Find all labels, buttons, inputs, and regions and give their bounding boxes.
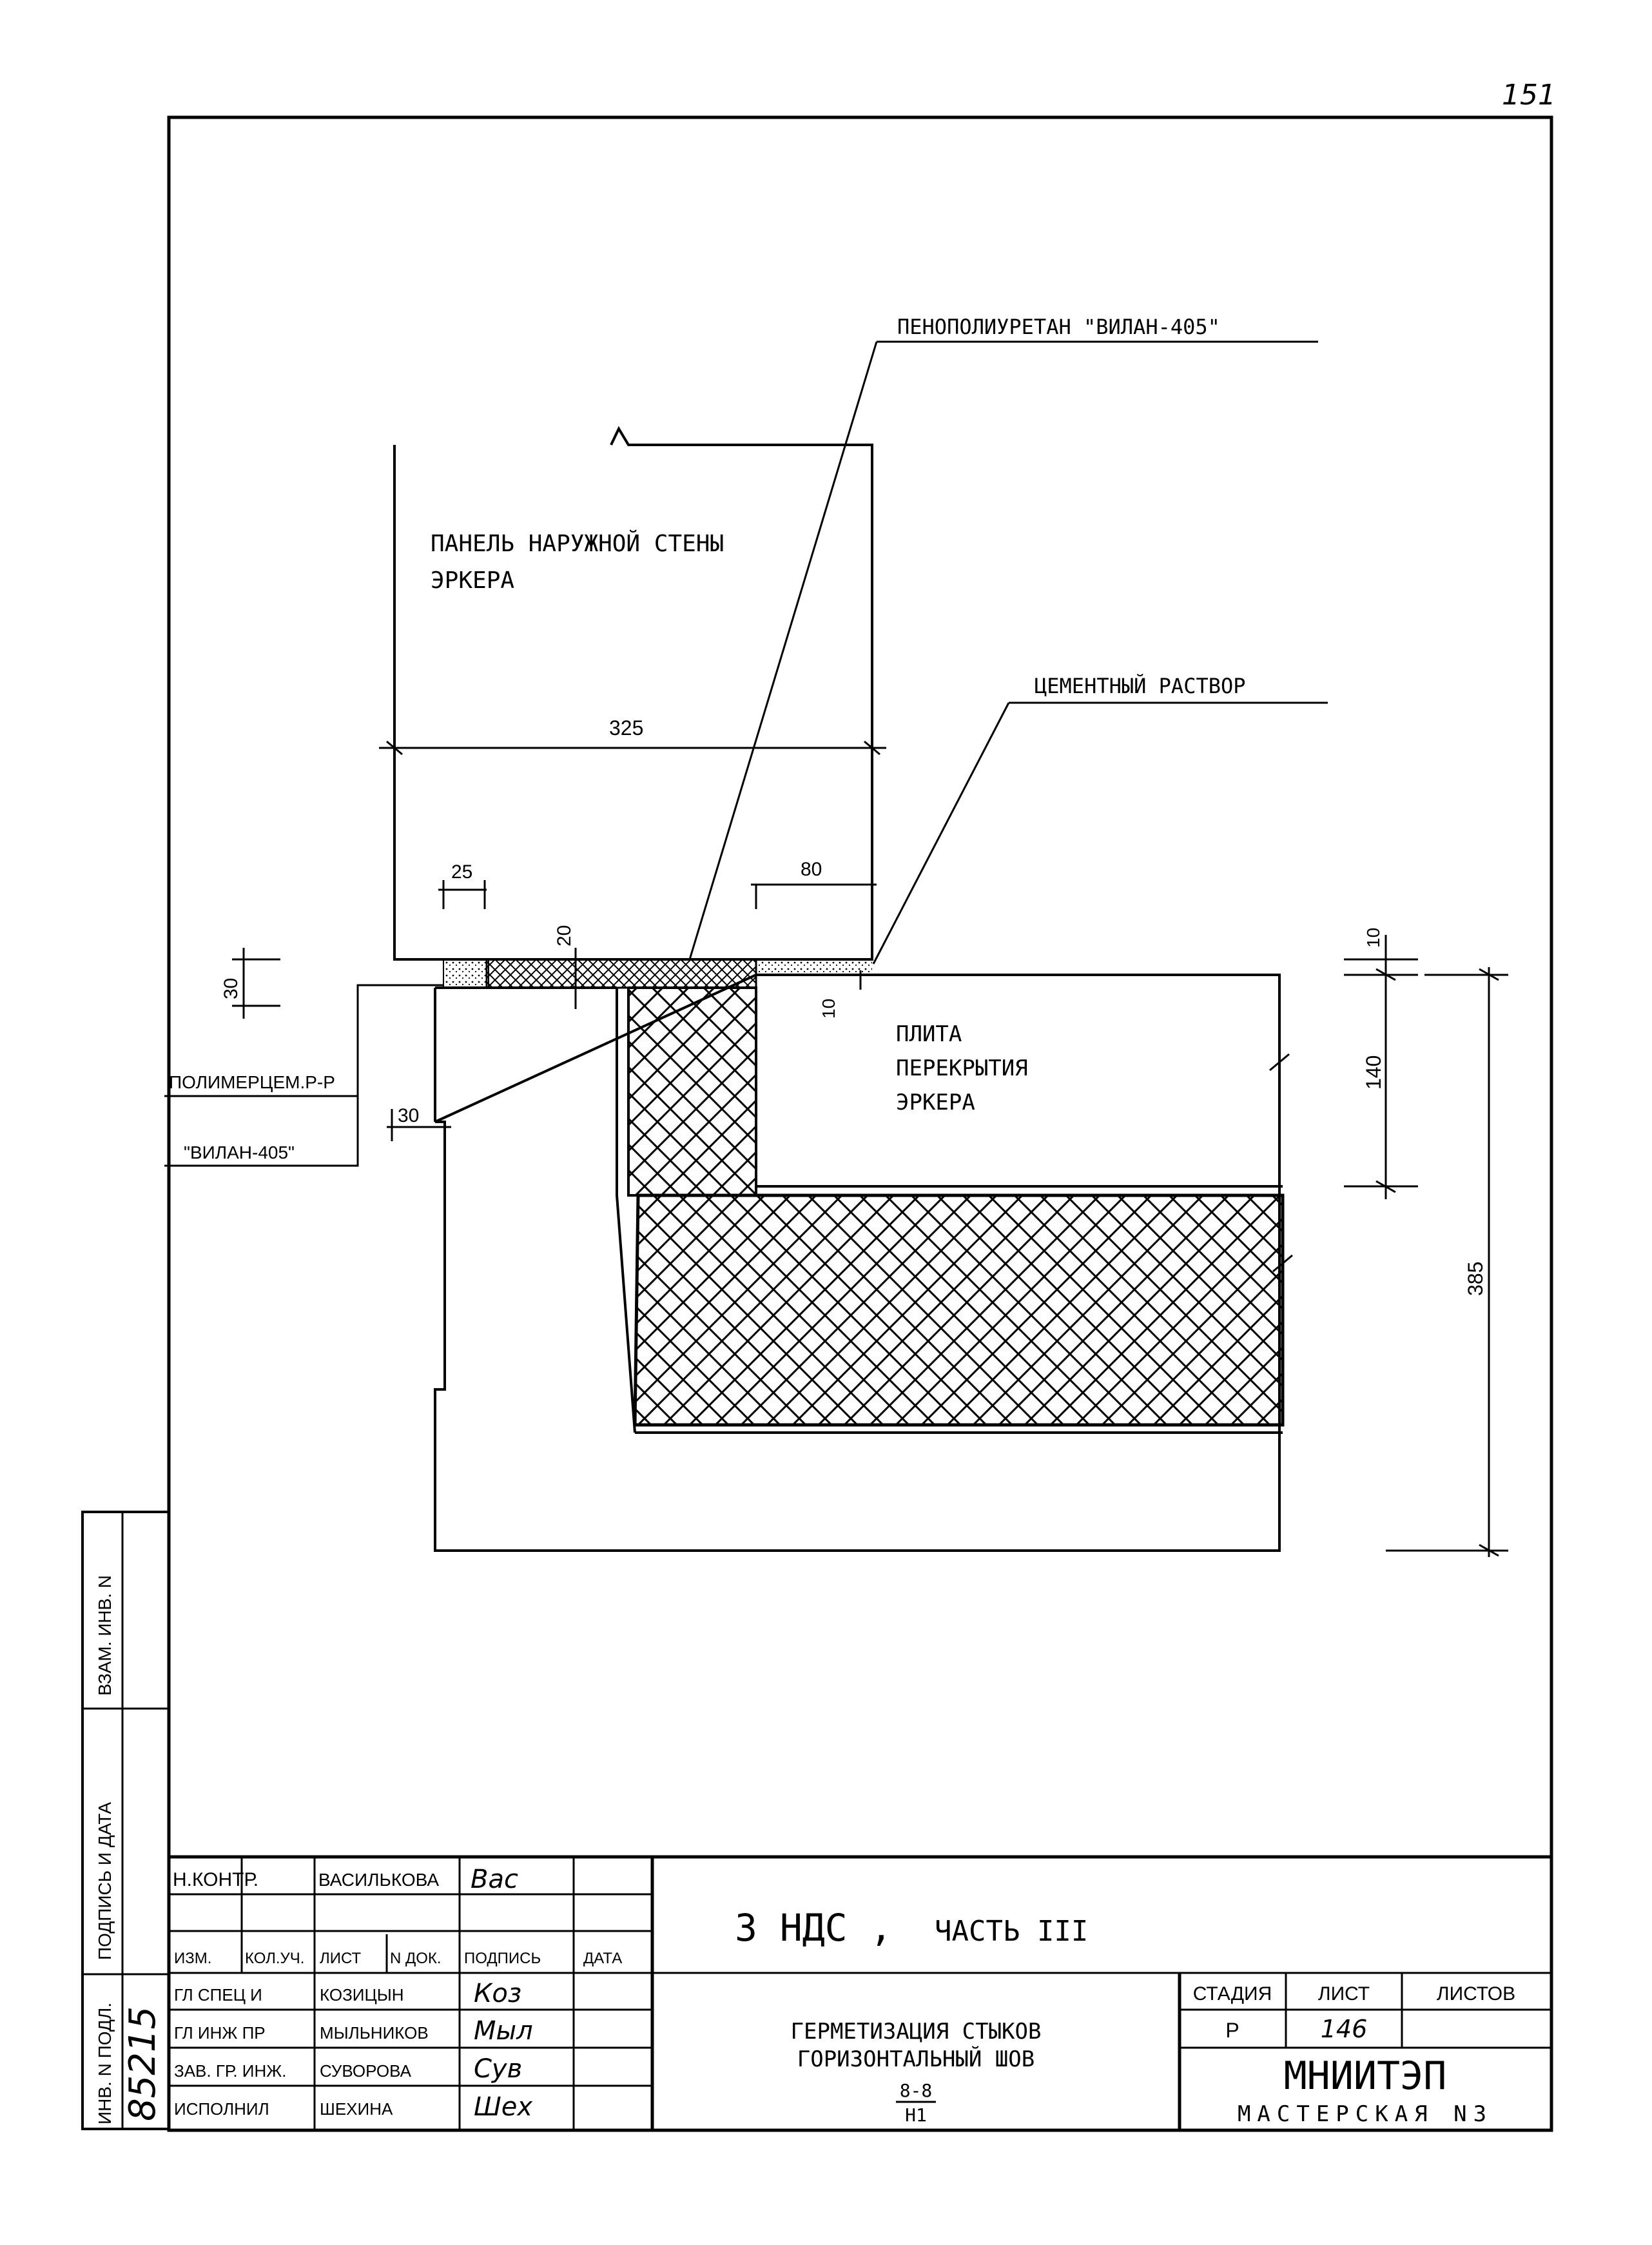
dim-140-lines xyxy=(1344,935,1418,1199)
foam-strip xyxy=(485,958,757,989)
signature-2: Мыл xyxy=(474,2016,533,2046)
dim-325: 325 xyxy=(609,716,643,740)
polymer-leader xyxy=(164,984,443,1097)
label-vilan: "ВИЛАН-405" xyxy=(184,1142,295,1162)
row1-name: КОЗИЦЫН xyxy=(320,1985,404,2005)
header-signature: ПОДПИСЬ xyxy=(464,1950,541,1967)
stage-value: Р xyxy=(1225,2019,1239,2042)
horizontal-insulation xyxy=(633,1193,1285,1427)
signature-4: Шех xyxy=(474,2092,532,2122)
dim-80-lines xyxy=(751,883,877,909)
sheets-label: ЛИСТОВ xyxy=(1437,1983,1515,2005)
side-inv-orig: ИНВ. N ПОДЛ. xyxy=(95,2003,115,2124)
label-foam: ПЕНОПОЛИУРЕТАН "ВИЛАН-405" xyxy=(897,315,1220,339)
dim-140: 140 xyxy=(1362,1055,1385,1090)
foam-leader xyxy=(688,340,1318,960)
section-num: 8-8 xyxy=(900,2080,933,2101)
label-panel-line2: ЭРКЕРА xyxy=(431,567,514,594)
side-stamp: ИНВ. N ПОДЛ. ПОДПИСЬ И ДАТА ВЗАМ. ИНВ. N… xyxy=(81,1511,170,2130)
side-stamp-frame xyxy=(81,1511,170,2130)
org-dept: МАСТЕРСКАЯ N3 xyxy=(1238,2101,1493,2127)
norm-control-role: Н.КОНТР. xyxy=(173,1869,258,1890)
dim-25-lines xyxy=(438,880,487,909)
row3-name: СУВОРОВА xyxy=(320,2061,412,2081)
insulation-outline xyxy=(616,988,636,1433)
section-drawing xyxy=(393,426,1293,1552)
section-den: Н1 xyxy=(905,2104,927,2126)
break-mark-insulation xyxy=(1272,1254,1293,1273)
project-main: 3 НДС , xyxy=(735,1906,892,1950)
page-number: 151 xyxy=(1502,79,1556,112)
dim-30b: 30 xyxy=(398,1105,419,1126)
header-date: ДАТА xyxy=(583,1950,622,1967)
norm-control-name: ВАСИЛЬКОВА xyxy=(318,1870,439,1890)
dim-80: 80 xyxy=(801,859,822,880)
row1-role: ГЛ СПЕЦ И xyxy=(174,1985,262,2005)
dim-140-ticks xyxy=(1375,968,1396,1193)
row2-name: МЫЛЬНИКОВ xyxy=(320,2023,429,2043)
norm-control-signature: Вас xyxy=(471,1865,518,1894)
polymer-mortar-joint xyxy=(443,959,489,988)
row4-role: ИСПОЛНИЛ xyxy=(174,2099,269,2119)
label-slab-line1: ПЛИТА xyxy=(896,1021,962,1047)
vertical-insulation xyxy=(627,986,757,1197)
title-line2: ГОРИЗОНТАЛЬНЫЙ ШОВ xyxy=(797,2046,1035,2072)
side-stamp-grid xyxy=(83,1512,169,2129)
row4-name: ШЕХИНА xyxy=(320,2099,393,2119)
label-slab-line3: ЭРКЕРА xyxy=(896,1090,975,1115)
vilan-leader xyxy=(164,1096,359,1167)
wall-panel xyxy=(393,426,873,961)
title-line1: ГЕРМЕТИЗАЦИЯ СТЫКОВ xyxy=(791,2019,1042,2044)
dim-10a-lines xyxy=(851,970,870,990)
dim-25: 25 xyxy=(451,861,472,883)
sheet-frame xyxy=(167,115,1553,2132)
lower-wall-panel xyxy=(434,974,1281,1552)
sheet-value: 146 xyxy=(1321,2015,1368,2043)
dim-325-ticks xyxy=(386,740,880,756)
side-replace-inv: ВЗАМ. ИНВ. N xyxy=(95,1575,115,1696)
header-kol-uch: КОЛ.УЧ. xyxy=(245,1950,304,1967)
dim-30a-lines xyxy=(232,948,280,1019)
dim-30a: 30 xyxy=(220,978,242,999)
row3-role: ЗАВ. ГР. ИНЖ. xyxy=(174,2061,286,2081)
signature-3: Сув xyxy=(474,2054,522,2084)
header-list: ЛИСТ xyxy=(320,1950,362,1967)
dim-385-lines xyxy=(1386,967,1508,1557)
dim-385: 385 xyxy=(1464,1262,1487,1296)
header-izm: ИЗМ. xyxy=(174,1950,211,1967)
label-polymer: ПОЛИМЕРЦЕМ.Р-Р xyxy=(169,1072,335,1092)
mortar-leader xyxy=(872,701,1328,965)
break-mark-slab xyxy=(1269,1053,1290,1072)
label-mortar: ЦЕМЕНТНЫЙ РАСТВОР xyxy=(1035,674,1246,698)
dim-30b-lines xyxy=(387,1109,451,1141)
dim-20: 20 xyxy=(554,925,575,946)
org-name: МНИИТЭП xyxy=(1284,2054,1447,2099)
dim-385-ticks xyxy=(1479,968,1499,1557)
title-block: Н.КОНТР. ВАСИЛЬКОВА Вас ИЗМ. КОЛ.УЧ. ЛИС… xyxy=(169,1855,1551,2129)
dim-10a: 10 xyxy=(819,999,839,1019)
sheet-label: ЛИСТ xyxy=(1318,1983,1370,2005)
label-panel-line1: ПАНЕЛЬ НАРУЖНОЙ СТЕНЫ xyxy=(431,530,724,557)
row2-role: ГЛ ИНЖ ПР xyxy=(174,2023,266,2043)
stage-label: СТАДИЯ xyxy=(1193,1983,1272,2005)
side-sign-date: ПОДПИСЬ И ДАТА xyxy=(95,1802,115,1960)
cement-mortar-joint xyxy=(756,959,872,975)
dim-10b: 10 xyxy=(1363,928,1383,948)
label-slab-line2: ПЕРЕКРЫТИЯ xyxy=(896,1055,1028,1081)
project-part: ЧАСТЬ III xyxy=(935,1915,1088,1948)
floor-slab xyxy=(756,974,1283,1188)
side-inv-number: 85215 xyxy=(122,2006,164,2121)
signature-1: Коз xyxy=(474,1979,521,2008)
header-n-dok: N ДОК. xyxy=(390,1950,442,1967)
